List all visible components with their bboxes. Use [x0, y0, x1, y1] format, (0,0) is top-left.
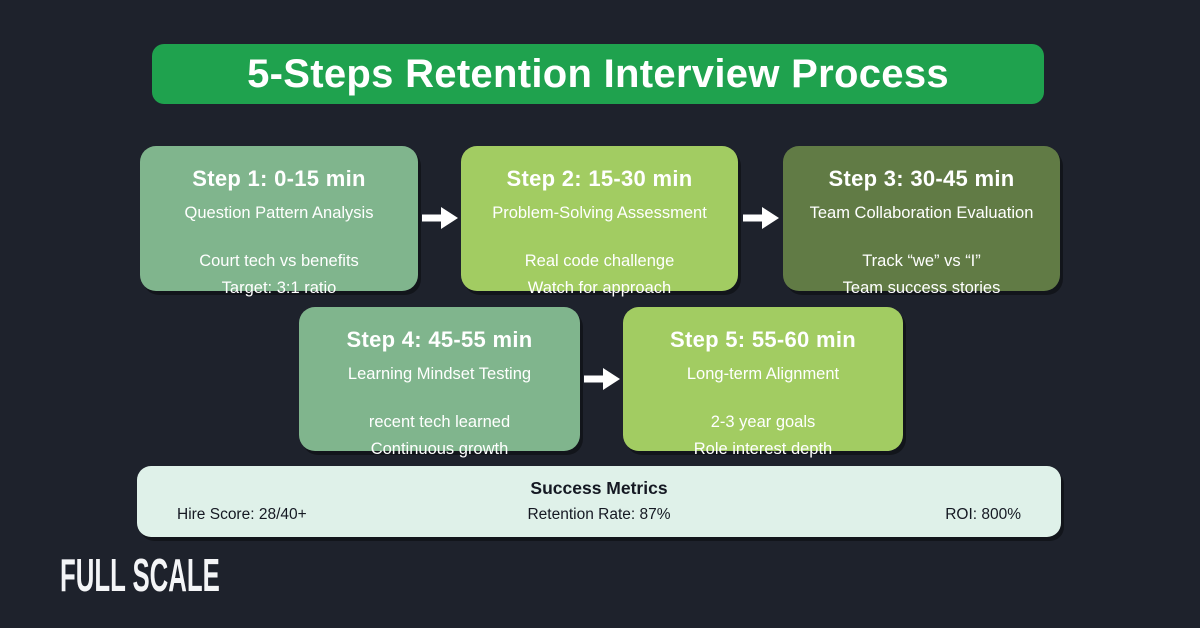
success-metrics-row: Hire Score: 28/40+ Retention Rate: 87% R…	[137, 506, 1061, 524]
step-2-detail-line: Real code challenge	[524, 252, 675, 270]
step-1-detail-line: Court tech vs benefits	[199, 252, 359, 270]
step-1-heading: Step 1: 0-15 min	[192, 166, 366, 191]
arrow-right-icon	[584, 368, 620, 390]
step-2-heading: Step 2: 15-30 min	[506, 166, 693, 191]
step-3-card: Step 3: 30-45 min Team Collaboration Eva…	[783, 146, 1060, 297]
step-4-card: Step 4: 45-55 min Learning Mindset Testi…	[299, 307, 580, 458]
step-4-details: recent tech learned Continuous growth	[307, 409, 572, 462]
step-1-details: Court tech vs benefits Target: 3:1 ratio	[148, 248, 410, 301]
success-metrics-heading: Success Metrics	[530, 478, 668, 498]
success-metrics-bar: Success Metrics Hire Score: 28/40+ Reten…	[137, 466, 1061, 537]
step-3-heading: Step 3: 30-45 min	[828, 166, 1015, 191]
step-5-card: Step 5: 55-60 min Long-term Alignment 2-…	[623, 307, 903, 458]
step-1-detail-line: Target: 3:1 ratio	[221, 278, 337, 297]
step-1-card: Step 1: 0-15 min Question Pattern Analys…	[140, 146, 418, 297]
step-3-subtitle: Team Collaboration Evaluation	[809, 204, 1034, 222]
metric-hire-score: Hire Score: 28/40+	[177, 506, 307, 523]
step-2-card: Step 2: 15-30 min Problem-Solving Assess…	[461, 146, 738, 297]
metric-retention-rate: Retention Rate: 87%	[527, 506, 671, 523]
step-2-detail-line: Watch for approach	[527, 278, 672, 297]
step-2-subtitle: Problem-Solving Assessment	[492, 204, 707, 222]
step-2-details: Real code challenge Watch for approach	[469, 248, 730, 301]
arrow-right-icon	[422, 207, 458, 229]
step-5-subtitle: Long-term Alignment	[686, 365, 840, 383]
step-3-detail-line: Track “we” vs “I”	[862, 252, 981, 270]
step-4-detail-line: recent tech learned	[368, 413, 511, 431]
step-5-heading: Step 5: 55-60 min	[669, 327, 857, 352]
metric-roi: ROI: 800%	[945, 506, 1021, 523]
step-5-detail-line: 2-3 year goals	[710, 413, 816, 431]
full-scale-logo: FULL SCALE	[60, 549, 220, 601]
page-title: 5-Steps Retention Interview Process	[152, 44, 1044, 104]
step-4-detail-line: Continuous growth	[370, 439, 509, 458]
step-4-heading: Step 4: 45-55 min	[346, 327, 533, 352]
step-1-subtitle: Question Pattern Analysis	[184, 204, 374, 222]
step-4-subtitle: Learning Mindset Testing	[347, 365, 532, 383]
step-5-details: 2-3 year goals Role interest depth	[631, 409, 895, 462]
arrow-right-icon	[743, 207, 779, 229]
step-3-detail-line: Team success stories	[842, 278, 1001, 297]
step-3-details: Track “we” vs “I” Team success stories	[791, 248, 1052, 301]
step-5-detail-line: Role interest depth	[693, 439, 833, 458]
